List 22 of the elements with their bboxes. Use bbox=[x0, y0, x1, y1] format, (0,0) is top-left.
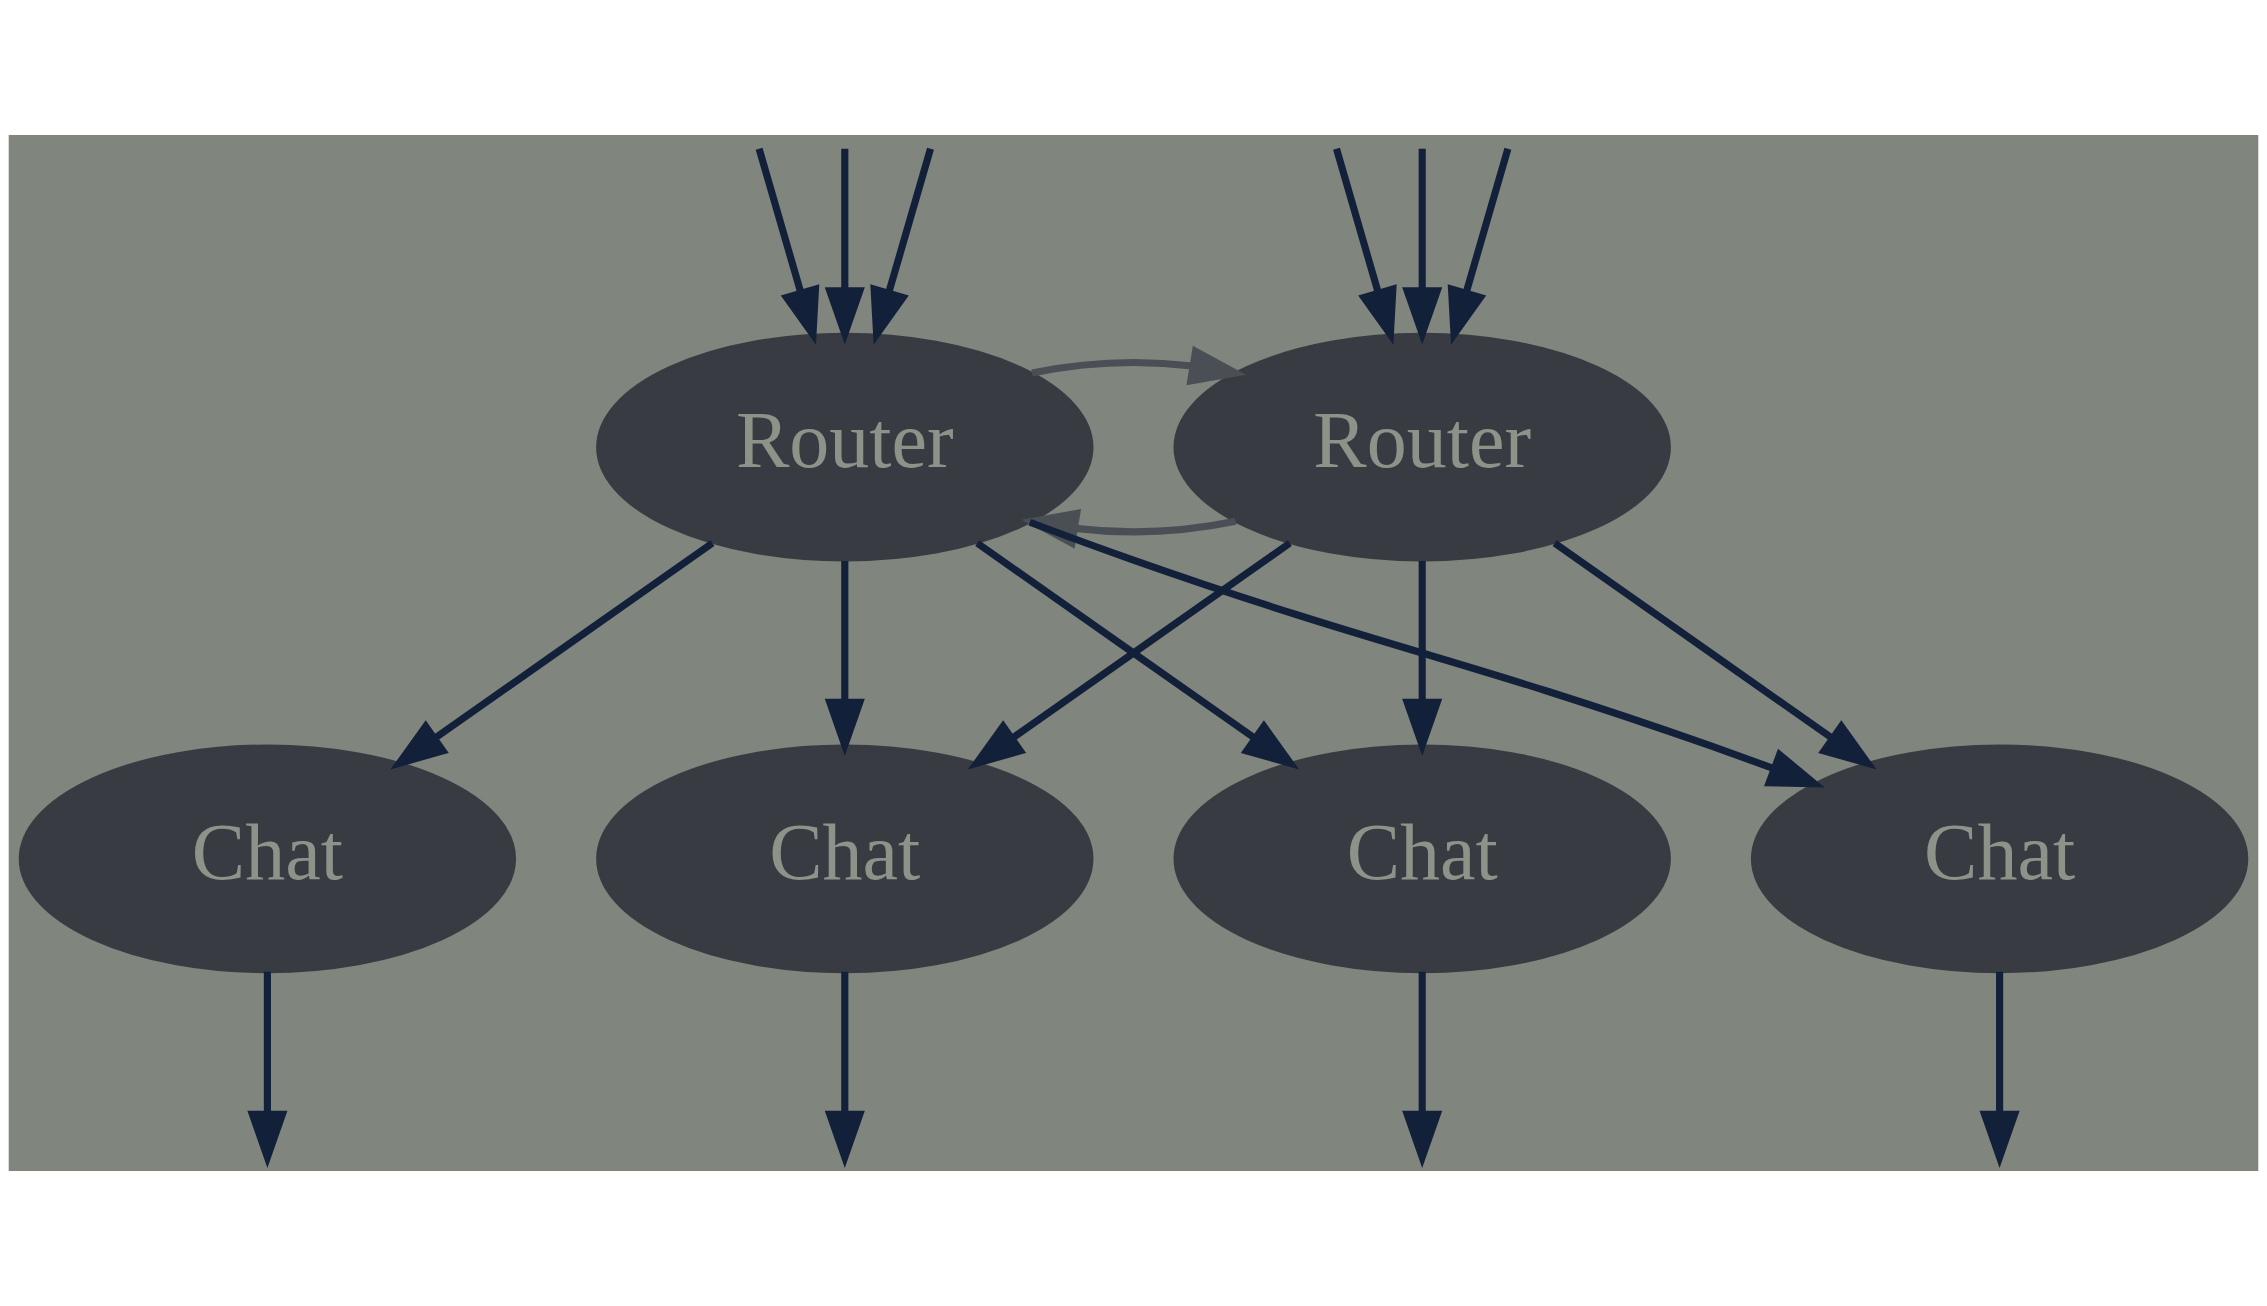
arrow bbox=[1447, 147, 1512, 345]
node-ellipse: Router bbox=[1173, 332, 1671, 562]
node-ellipse: Chat bbox=[18, 744, 517, 974]
arrow bbox=[1979, 971, 2020, 1169]
arrow bbox=[870, 147, 934, 345]
arrow bbox=[824, 560, 865, 756]
node-ellipse: Router bbox=[596, 332, 1094, 562]
arrow bbox=[1402, 971, 1443, 1169]
arrow bbox=[1552, 540, 1877, 770]
arrow bbox=[390, 540, 715, 770]
arrow bbox=[1031, 345, 1247, 386]
node-ellipse: Chat bbox=[1750, 744, 2249, 974]
arrow bbox=[824, 971, 865, 1169]
node-ellipse: Chat bbox=[1173, 744, 1671, 974]
arrow bbox=[755, 147, 820, 345]
arrow bbox=[1333, 147, 1397, 345]
arrow bbox=[824, 148, 865, 345]
arrow bbox=[1402, 148, 1443, 345]
arrow bbox=[1402, 560, 1443, 756]
arrow bbox=[247, 971, 288, 1169]
arrow bbox=[1028, 518, 1825, 788]
node-ellipse: Chat bbox=[596, 744, 1094, 974]
